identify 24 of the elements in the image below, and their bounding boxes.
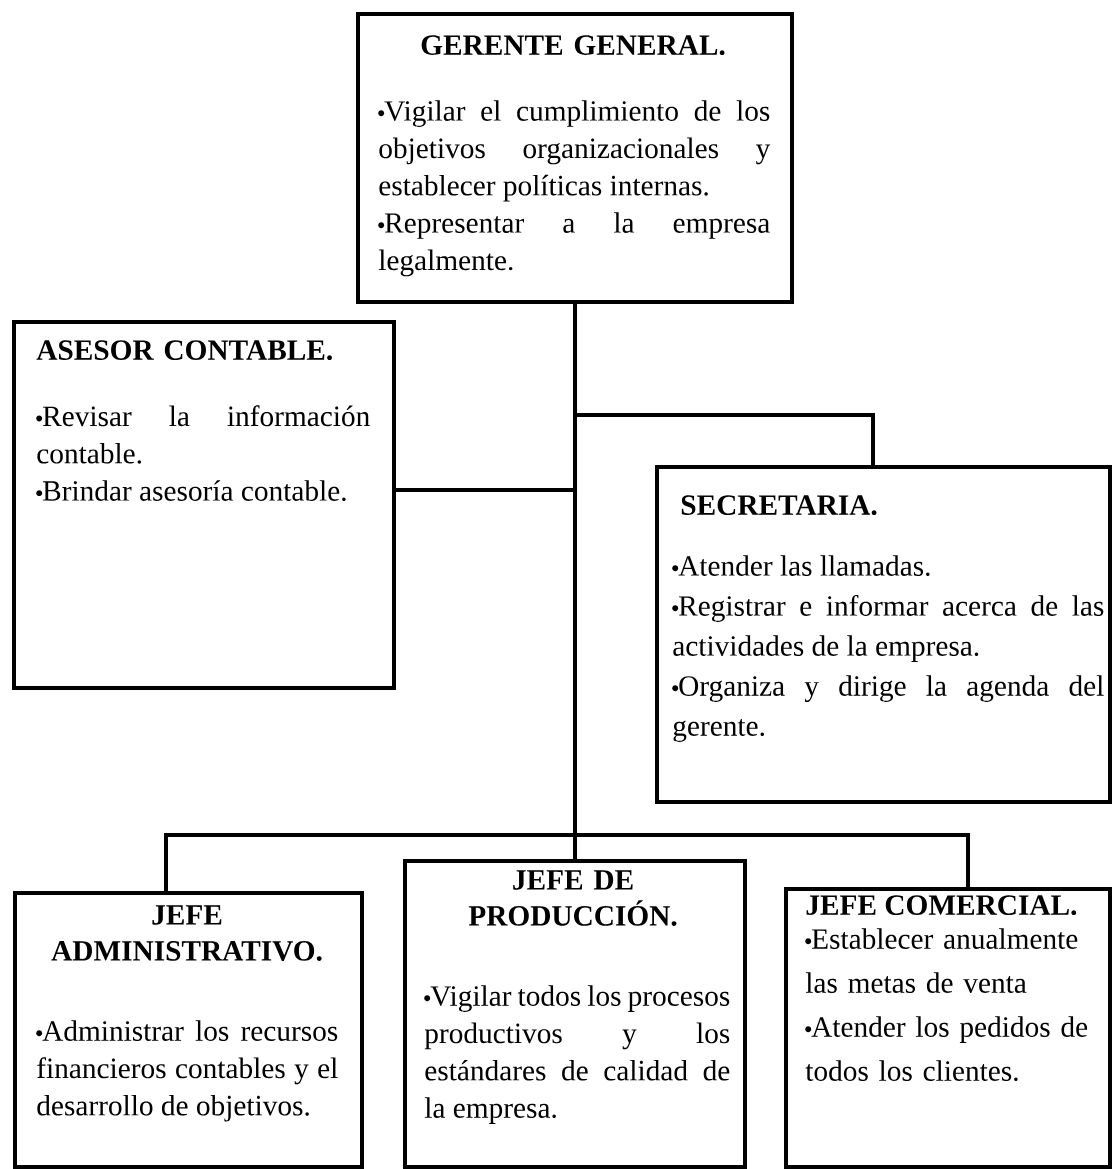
box-heading: SECRETARIA. (681, 495, 877, 516)
bullet-item: Atender los pedidos de todos los clientes. (805, 1016, 1088, 1082)
org-box (784, 887, 1112, 1169)
org-box (356, 12, 794, 304)
bullet-item: Registrar e informar acerca de las actividades de la empresa. (672, 594, 1104, 662)
org-box (12, 320, 396, 690)
bullet-item: Representar a la empresa legalmente. (378, 212, 770, 277)
box-heading: GERENTE GENERAL. (421, 35, 725, 56)
bullet-item: Vigilar el cumplimiento de los objetivos organizacionales y establecer políticas internas. (378, 100, 771, 202)
org-box (403, 859, 747, 1169)
box-heading: JEFE DE PRODUCCIÓN. (468, 870, 677, 926)
org-box (13, 891, 364, 1169)
bullet-item: Brindar asesoría contable. (36, 480, 346, 501)
connector-line (573, 304, 970, 887)
bullet-item: Organiza y dirige la agenda del gerente. (672, 675, 1104, 742)
box-heading: JEFE ADMINISTRATIVO. (51, 905, 322, 961)
bullet-item: Establecer anualmente las metas de venta (805, 928, 1078, 993)
box-heading: JEFE COMERCIAL. (806, 895, 1077, 916)
bullet-item: Administrar los recursos financieros contables y el desarrollo de objetivos. (36, 1020, 338, 1122)
box-heading: ASESOR CONTABLE. (36, 340, 332, 361)
bullet-item: Revisar la información contable. (36, 405, 370, 464)
bullet-item: Vigilar todos los procesos productivos y los estándares de calidad de la empresa. (424, 985, 730, 1124)
org-box (655, 465, 1112, 804)
bullet-item: Atender las llamadas. (672, 555, 930, 577)
